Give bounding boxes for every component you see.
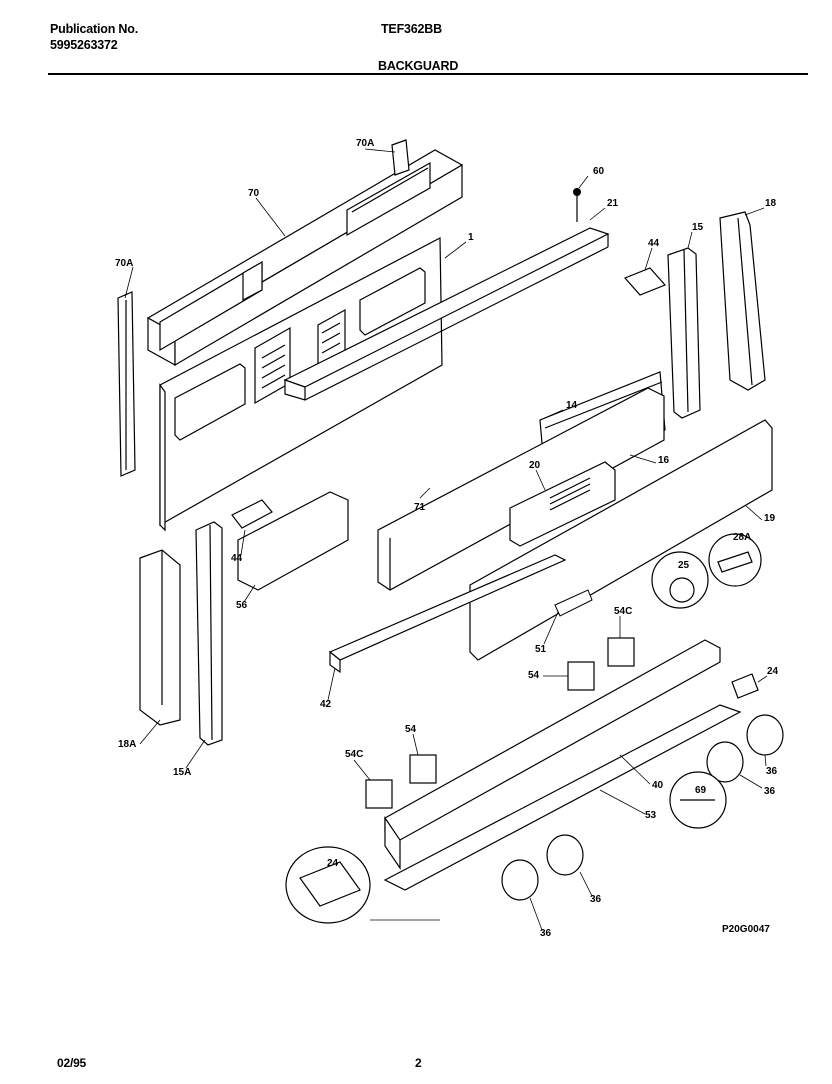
callout-56: 56 bbox=[236, 600, 248, 611]
part-54-switch-right bbox=[567, 661, 595, 691]
part-20-clock-display bbox=[509, 461, 616, 547]
callout-42: 42 bbox=[320, 699, 332, 710]
part-36-knob-a bbox=[746, 714, 784, 756]
header-rule bbox=[48, 73, 808, 75]
part-60-screw bbox=[573, 188, 581, 222]
part-24-inset bbox=[285, 846, 371, 924]
part-54C-switch-right bbox=[607, 637, 635, 667]
part-44-left-clip bbox=[231, 499, 273, 529]
part-36-knob-c bbox=[546, 834, 584, 876]
part-15-right-bracket bbox=[667, 247, 701, 419]
part-70A-top-clip bbox=[391, 139, 410, 176]
callout-70A-left: 70A bbox=[115, 258, 133, 269]
drawing-code: P20G0047 bbox=[722, 924, 770, 935]
callout-70A-top: 70A bbox=[356, 138, 374, 149]
part-21-rail bbox=[283, 227, 610, 401]
part-44-right-clip bbox=[623, 267, 667, 296]
callout-51: 51 bbox=[535, 644, 547, 655]
part-69-screw-inset bbox=[669, 771, 727, 829]
callout-21: 21 bbox=[607, 198, 619, 209]
callout-54-right: 54 bbox=[528, 670, 540, 681]
part-70-top-trim bbox=[146, 149, 464, 367]
section-title: BACKGUARD bbox=[378, 59, 459, 73]
callout-44-left: 44 bbox=[231, 553, 243, 564]
callout-18A: 18A bbox=[118, 739, 136, 750]
callout-28A: 28A bbox=[733, 532, 751, 543]
part-36-knob-b bbox=[706, 741, 744, 783]
callout-1: 1 bbox=[468, 232, 474, 243]
part-54C-switch-left bbox=[365, 779, 393, 809]
callout-24-inset: 24 bbox=[327, 858, 339, 869]
part-71-control-board bbox=[377, 387, 665, 591]
part-24-rocker-switch bbox=[731, 673, 759, 699]
part-25-knob bbox=[651, 551, 709, 609]
part-18-right-endcap bbox=[719, 211, 766, 391]
part-40-control-panel bbox=[384, 639, 721, 870]
callout-19: 19 bbox=[764, 513, 776, 524]
callout-60: 60 bbox=[593, 166, 605, 177]
part-70A-left-trim bbox=[117, 291, 136, 477]
callout-54C-left: 54C bbox=[345, 749, 363, 760]
callout-71: 71 bbox=[414, 502, 426, 513]
part-18A-left-endcap bbox=[139, 549, 181, 726]
callout-53: 53 bbox=[645, 810, 657, 821]
callout-25: 25 bbox=[678, 560, 690, 571]
part-51-switch bbox=[554, 589, 593, 617]
part-54-switch-left bbox=[409, 754, 437, 784]
callout-24-right: 24 bbox=[767, 666, 779, 677]
model-number: TEF362BB bbox=[381, 22, 442, 36]
callout-15-right: 15 bbox=[692, 222, 704, 233]
footer-date: 02/95 bbox=[57, 1056, 87, 1070]
callout-36-d: 36 bbox=[540, 928, 552, 939]
callout-15A: 15A bbox=[173, 767, 191, 778]
part-53-lower-trim bbox=[383, 704, 742, 891]
publication-number: 5995263372 bbox=[50, 38, 118, 52]
callout-44-right: 44 bbox=[648, 238, 660, 249]
callout-36-c: 36 bbox=[590, 894, 602, 905]
publication-label: Publication No. bbox=[50, 22, 138, 36]
part-42-trim-strip bbox=[328, 554, 567, 674]
callout-20: 20 bbox=[529, 460, 541, 471]
part-15A-left-bracket bbox=[195, 521, 223, 746]
footer-page: 2 bbox=[415, 1056, 422, 1070]
part-36-knob-d bbox=[501, 859, 539, 901]
callout-36-a: 36 bbox=[766, 766, 778, 777]
part-28A-bulb bbox=[708, 533, 762, 587]
callout-14: 14 bbox=[566, 400, 578, 411]
callout-18: 18 bbox=[765, 198, 777, 209]
callout-36-b: 36 bbox=[764, 786, 776, 797]
part-56-channel bbox=[237, 491, 349, 591]
callout-54-left: 54 bbox=[405, 724, 417, 735]
callout-40: 40 bbox=[652, 780, 664, 791]
callout-69: 69 bbox=[695, 785, 707, 796]
callout-54C-right: 54C bbox=[614, 606, 632, 617]
callout-16: 16 bbox=[658, 455, 670, 466]
part-19-mesh-panel bbox=[469, 419, 773, 661]
callout-70: 70 bbox=[248, 188, 260, 199]
leader-lines bbox=[124, 148, 768, 931]
